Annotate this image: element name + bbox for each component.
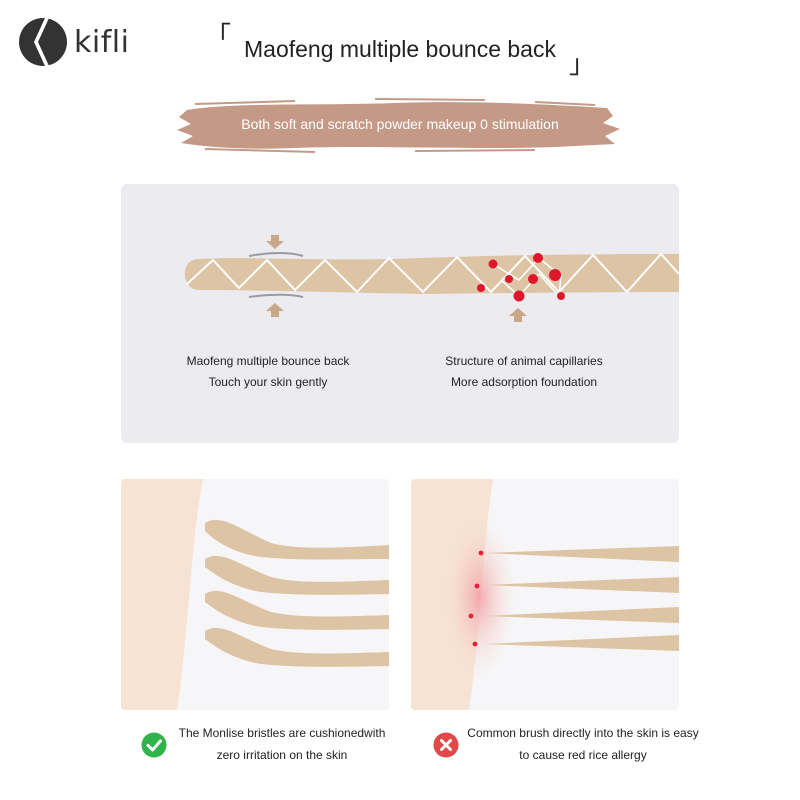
banner-text: Both soft and scratch powder makeup 0 st… bbox=[241, 116, 559, 132]
bad-result-text: Common brush directly into the skin is e… bbox=[463, 722, 703, 766]
brush-stroke-shape bbox=[177, 98, 620, 153]
page-title: Maofeng multiple bounce back bbox=[244, 36, 556, 62]
title-bracket-close: 」 bbox=[568, 50, 595, 80]
title-bracket-open: 「 bbox=[205, 22, 232, 52]
good-result-line2: zero irritation on the skin bbox=[216, 748, 348, 762]
subtitle-banner: Both soft and scratch powder makeup 0 st… bbox=[175, 96, 625, 154]
brand-name: kifli bbox=[74, 24, 130, 60]
bad-result-line2: to cause red rice allergy bbox=[519, 748, 647, 762]
check-icon bbox=[141, 732, 167, 758]
cross-icon bbox=[433, 732, 459, 758]
good-result-line1: The Monlise bristles are cushionedwith bbox=[178, 726, 386, 740]
common-brush-illustration bbox=[411, 479, 679, 710]
good-result: The Monlise bristles are cushionedwith z… bbox=[141, 722, 393, 766]
soft-bristle-illustration bbox=[121, 479, 389, 710]
caption-bounce-line2: Touch your skin gently bbox=[208, 375, 328, 389]
brand-mark-icon bbox=[19, 18, 67, 66]
good-result-text: The Monlise bristles are cushionedwith z… bbox=[171, 722, 393, 766]
caption-capillaries-line2: More adsorption foundation bbox=[450, 375, 598, 389]
caption-bounce-line1: Maofeng multiple bounce back bbox=[186, 354, 350, 368]
caption-bounce: Maofeng multiple bounce back Touch your … bbox=[161, 351, 375, 393]
caption-capillaries-line1: Structure of animal capillaries bbox=[445, 354, 603, 368]
bad-result: Common brush directly into the skin is e… bbox=[433, 722, 703, 766]
bristle-structure-panel: Maofeng multiple bounce back Touch your … bbox=[121, 184, 679, 443]
soft-bristle-panel bbox=[121, 479, 389, 710]
bad-result-line1: Common brush directly into the skin is e… bbox=[467, 726, 699, 740]
page-title-block: 「 Maofeng multiple bounce back 」 bbox=[205, 22, 595, 78]
common-brush-panel bbox=[411, 479, 679, 710]
brand-logo: kifli bbox=[18, 17, 129, 67]
caption-capillaries: Structure of animal capillaries More ads… bbox=[429, 351, 619, 393]
bristle-illustration bbox=[184, 235, 679, 322]
